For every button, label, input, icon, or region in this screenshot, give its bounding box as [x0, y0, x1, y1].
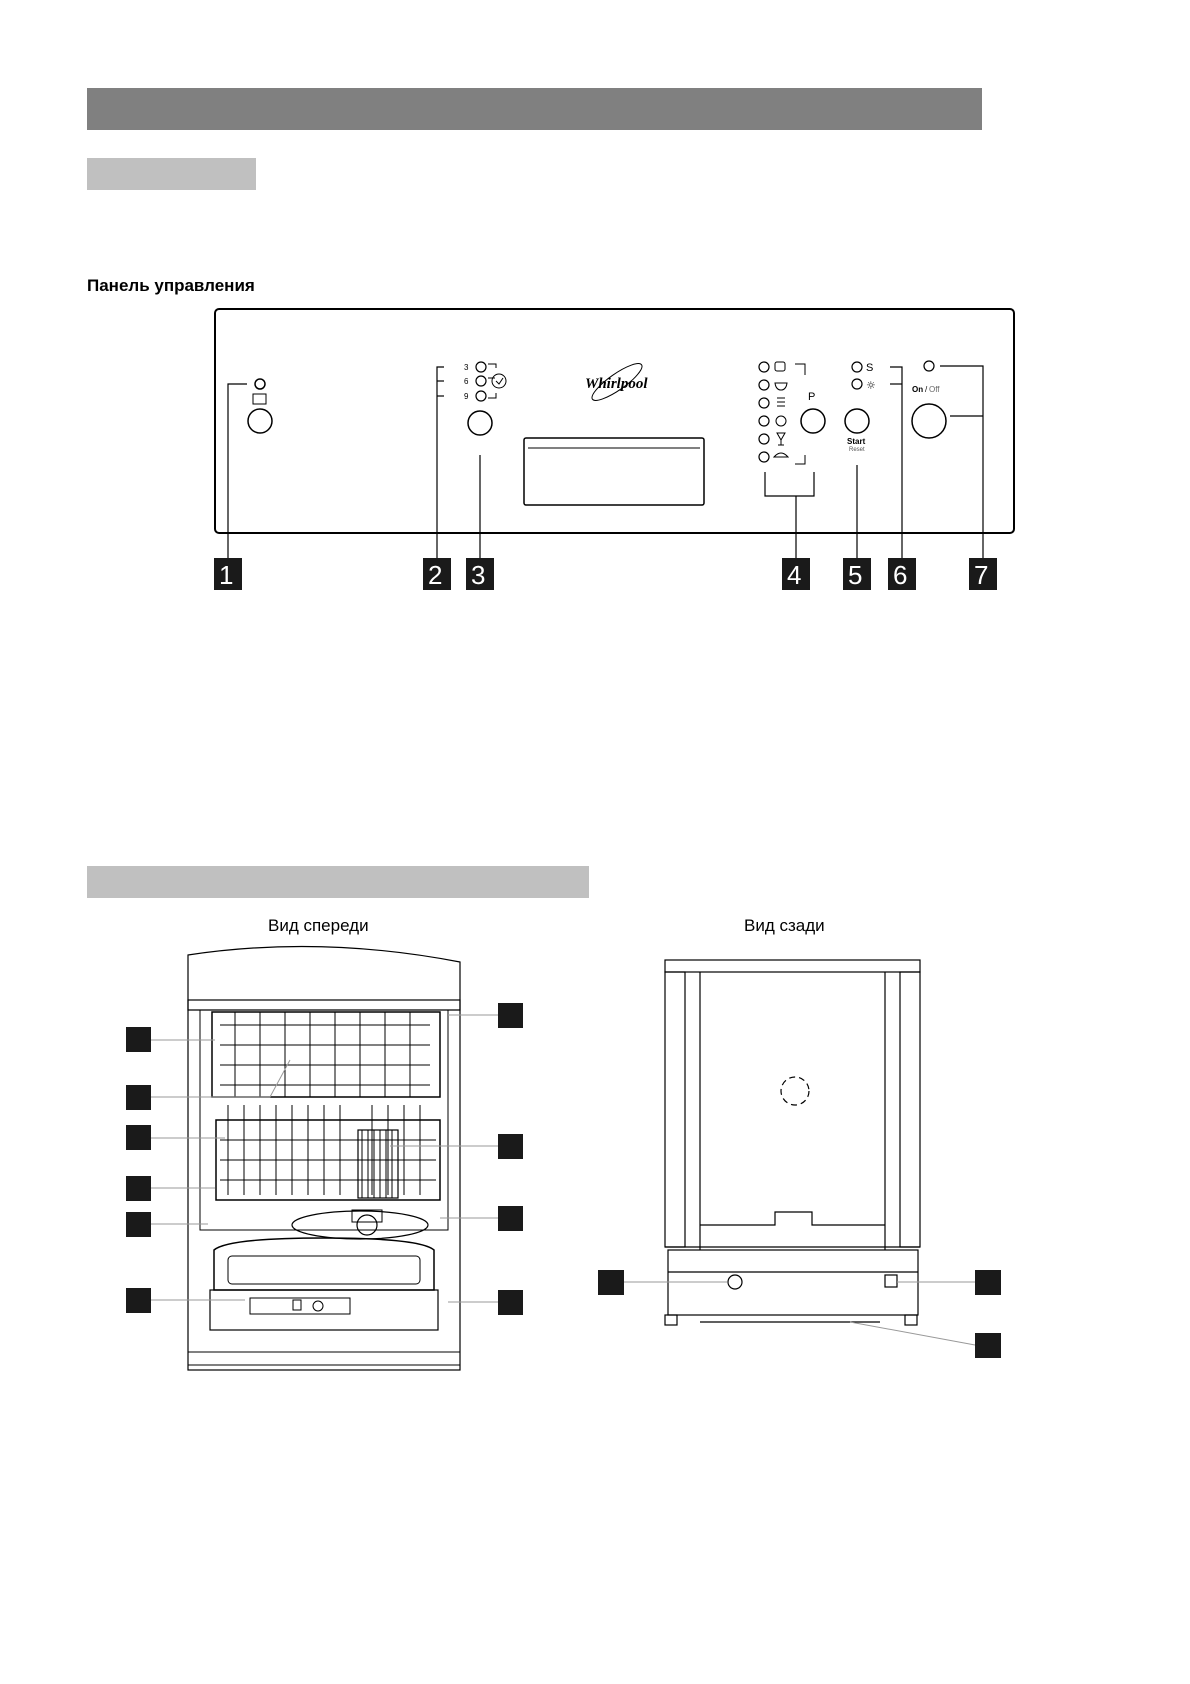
callout-4: 4: [787, 560, 801, 590]
rear-leader-lines: [624, 1281, 976, 1346]
glass-icon: [776, 432, 786, 446]
rear-view-diagram: [664, 959, 921, 1326]
header-bar: [87, 88, 982, 130]
front-view-label: Вид спереди: [268, 916, 369, 935]
delay-button[interactable]: [467, 410, 493, 436]
eco-icon: [777, 397, 785, 407]
delay-3-label: 3: [464, 363, 469, 372]
callout-7: 7: [974, 560, 988, 590]
rinse-icon: [772, 452, 790, 458]
bowl-icon: [774, 382, 788, 391]
program-button[interactable]: [800, 408, 826, 434]
off-label: Off: [929, 385, 940, 394]
callout-5: 5: [848, 560, 862, 590]
control-panel: [214, 308, 1015, 558]
rear-view-label: Вид сзади: [744, 916, 825, 935]
front-view-diagram: [187, 945, 461, 1371]
section-bar: [87, 866, 589, 898]
on-off-button[interactable]: [911, 403, 947, 439]
callout-6: 6: [893, 560, 907, 590]
brand-logo: Whirlpool: [585, 376, 648, 392]
rinse-aid-symbol: ☼: [866, 379, 876, 392]
program-button-label: P: [808, 391, 815, 403]
quick-wash-icon: [775, 415, 787, 427]
front-callout-boxes: [126, 1003, 523, 1315]
pot-icon: [774, 361, 786, 372]
reset-label: Reset: [849, 447, 865, 453]
delay-9-label: 9: [464, 392, 469, 401]
display-window: [523, 437, 705, 506]
front-leader-lines: [150, 1014, 498, 1303]
panel-texts: 3 6 9 Whirlpool P Start Reset S ☼ On / O…: [464, 362, 940, 453]
on-label: On: [912, 385, 923, 394]
start-label: Start: [847, 437, 866, 446]
callout-3: 3: [471, 560, 485, 590]
callout-boxes: 1 2 3 4 5 6 7: [214, 558, 997, 590]
subheader-bar: [87, 158, 256, 190]
half-load-button[interactable]: [247, 408, 273, 434]
on-off-separator: /: [925, 385, 928, 394]
control-panel-heading: Панель управления: [87, 276, 255, 295]
start-reset-button[interactable]: [844, 408, 870, 434]
callout-2: 2: [428, 560, 442, 590]
delay-6-label: 6: [464, 377, 469, 386]
rear-callout-boxes: [598, 1270, 1001, 1358]
callout-1: 1: [219, 560, 233, 590]
salt-symbol: S: [866, 362, 873, 374]
